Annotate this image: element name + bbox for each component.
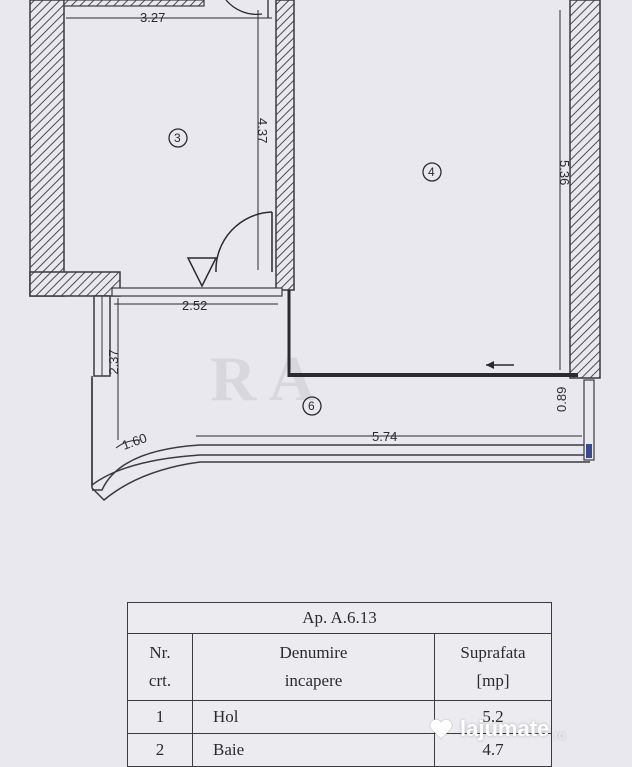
row-nr: 1: [127, 700, 193, 734]
brand-tld: .ro: [551, 728, 566, 742]
wall-corridor-end: [583, 379, 595, 461]
corridor-end-mark: [586, 444, 592, 458]
room4-marker: [422, 162, 442, 182]
room6-marker: [302, 396, 322, 416]
wall-room3-left: [29, 0, 65, 297]
floor-plan: R A 3.27 4.37 5.36 2.52 2.37 5.74 1.60 0…: [29, 0, 601, 502]
legend-title: Ap. A.6.13: [127, 602, 552, 634]
row-nr: 2: [127, 733, 193, 767]
dim-corridor-length: 5.74: [372, 429, 397, 444]
door-top: [225, 0, 263, 16]
dim-arc-corridor: [115, 439, 141, 449]
room3-label: 3: [174, 131, 181, 145]
row-name: Baie: [192, 733, 435, 767]
dim-hall-width: 2.52: [182, 298, 207, 313]
door-room3-triangle: [186, 257, 218, 288]
brand-name: lajumate: [460, 716, 550, 741]
table-row: 1 Hol 5.2: [127, 700, 552, 734]
row-name: Hol: [192, 700, 435, 734]
wall-room3-right: [275, 0, 295, 291]
wall-hall-top: [111, 287, 283, 297]
door-room3: [215, 211, 273, 273]
header-nr: Nr.crt.: [127, 633, 193, 701]
wall-room3-bottom: [29, 271, 121, 297]
dim-room3-height: 4.37: [255, 118, 270, 143]
dim-corridor-end: 0.89: [554, 387, 569, 412]
room6-label: 6: [308, 399, 315, 413]
dim-room4-height: 5.36: [557, 160, 572, 185]
dim-room3-width: 3.27: [140, 10, 165, 25]
heart-icon: [429, 719, 453, 740]
brand-watermark: lajumate .ro: [428, 712, 565, 746]
wall-room3-top: [63, 0, 205, 7]
dim-corridor-arc: 1.60: [120, 430, 149, 453]
wall-corridor-curve: [91, 376, 591, 491]
room4-label: 4: [428, 165, 435, 179]
wall-corridor-outer: [91, 378, 590, 502]
entry-arrow-head: [486, 361, 494, 369]
row-area: 5.2: [434, 700, 552, 734]
header-area: Suprafata[mp]: [434, 633, 552, 701]
wall-room4-right: [569, 0, 601, 379]
room3-marker: [168, 128, 188, 148]
dim-hall-height: 2.37: [106, 349, 121, 374]
ghost-watermark: R A: [210, 343, 315, 414]
